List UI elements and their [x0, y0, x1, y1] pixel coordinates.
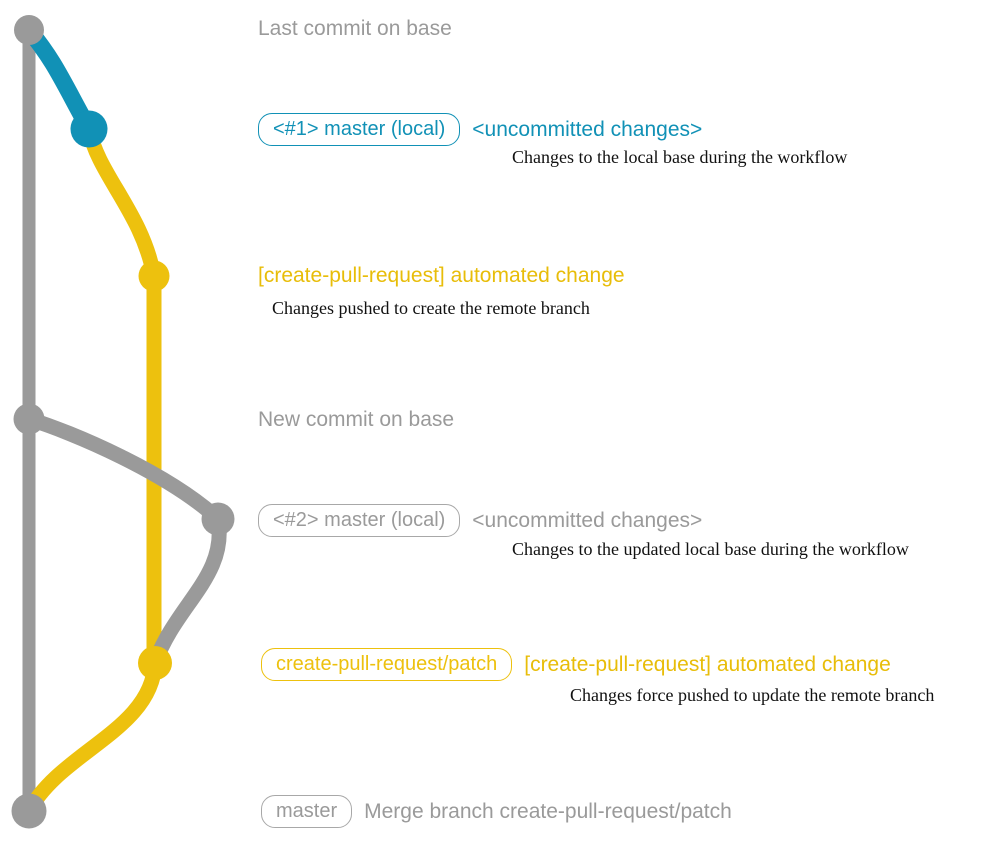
yellow-branch-line-upper: [81, 121, 162, 671]
entry-local-master-2: <#2> master (local) <uncommitted changes…: [258, 504, 702, 537]
branch-pill-local-master-2[interactable]: <#2> master (local): [258, 504, 461, 537]
headline-automated-change-1: [create-pull-request] automated change: [258, 264, 625, 287]
headline-uncommitted-changes-2: <uncommitted changes>: [472, 509, 703, 532]
entry-last-commit-on-base: Last commit on base: [258, 18, 452, 39]
node-patch-commit-1: [138, 260, 170, 292]
grey-branch-line-to-patch2: [147, 511, 227, 671]
branch-pill-master[interactable]: master: [261, 795, 353, 828]
node-merge-commit: [11, 793, 47, 829]
subtitle-automated-change-1: Changes pushed to create the remote bran…: [272, 298, 590, 318]
entry-automated-change-1: [create-pull-request] automated change: [258, 265, 625, 286]
entry-merge-commit: master Merge branch create-pull-request/…: [261, 795, 732, 828]
yellow-branch-line-lower: [21, 655, 163, 819]
entry-local-master-1: <#1> master (local) <uncommitted changes…: [258, 113, 702, 146]
branch-pill-create-pull-request-patch[interactable]: create-pull-request/patch: [261, 648, 513, 681]
subtitle-automated-change-2: Changes force pushed to update the remot…: [570, 685, 935, 705]
headline-automated-change-2: [create-pull-request] automated change: [524, 653, 891, 676]
node-patch-commit-2: [138, 646, 172, 680]
node-base-commit-top: [14, 15, 44, 45]
headline-merge-commit: Merge branch create-pull-request/patch: [364, 800, 732, 823]
entry-new-commit-on-base: New commit on base: [258, 409, 454, 430]
headline-new-commit-on-base: New commit on base: [258, 408, 455, 431]
entry-automated-change-2: create-pull-request/patch [create-pull-r…: [261, 648, 891, 681]
headline-last-commit-on-base: Last commit on base: [258, 17, 452, 40]
subtitle-local-master-2: Changes to the updated local base during…: [512, 539, 909, 559]
node-local-master-2: [201, 502, 235, 536]
grey-branch-line-to-local2: [21, 411, 226, 527]
node-base-commit-new: [13, 403, 45, 435]
node-local-master-1: [70, 110, 108, 148]
headline-uncommitted-changes-1: <uncommitted changes>: [472, 118, 703, 141]
subtitle-local-master-1: Changes to the local base during the wor…: [512, 147, 848, 167]
branch-pill-local-master-1[interactable]: <#1> master (local): [258, 113, 461, 146]
